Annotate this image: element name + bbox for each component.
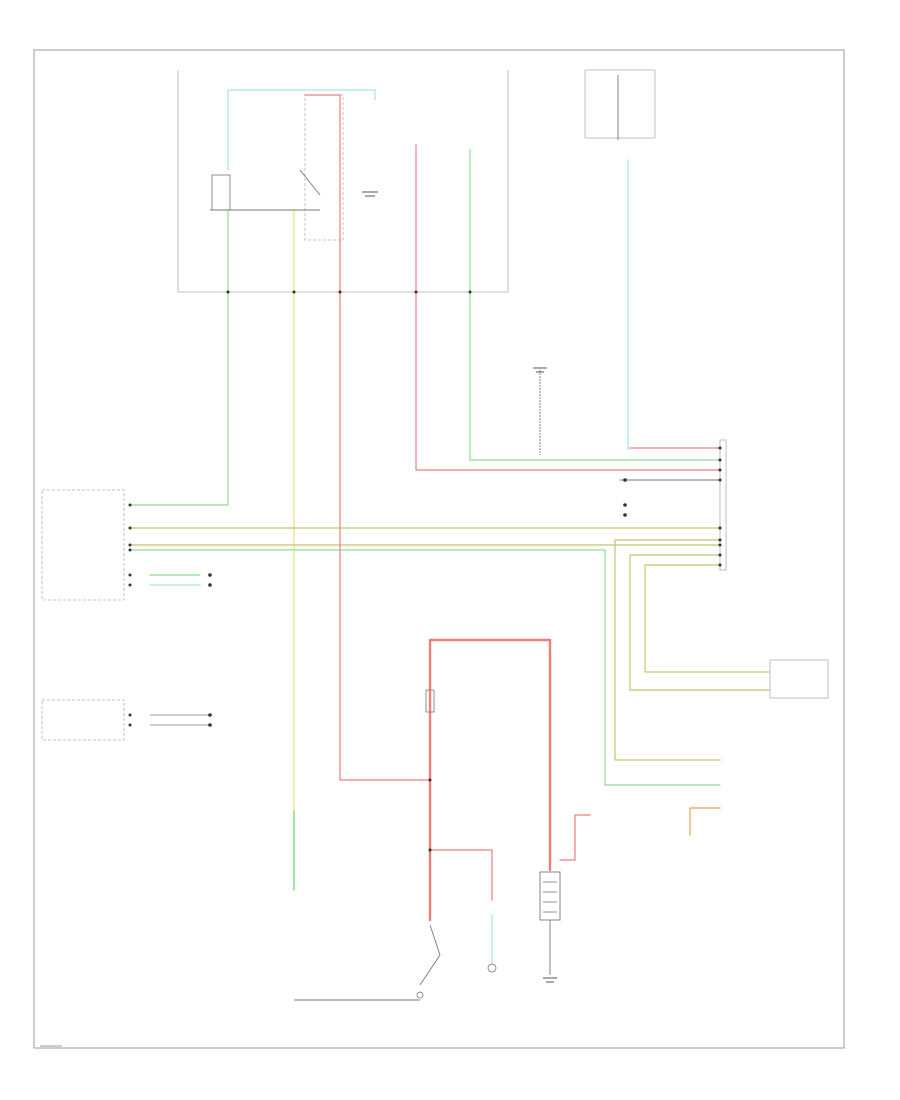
- battery-symbol: [539, 871, 561, 921]
- ground-symbol-battery: [543, 977, 557, 983]
- starter-terminal: [416, 991, 424, 999]
- cyan-wires: [149, 89, 629, 966]
- wire-red-fuse-feed: [415, 144, 721, 471]
- left-module-lower: [41, 699, 125, 741]
- wire-grey-starter-switch: [419, 924, 441, 986]
- wire-green-lower: [129, 549, 721, 786]
- fuse-symbol: [425, 689, 435, 713]
- wire-red-long: [339, 239, 431, 781]
- red-wires: [304, 94, 721, 922]
- wire-olive-branch-b: [629, 554, 771, 691]
- top-right-fuse-box: [584, 69, 656, 139]
- generator-terminal: [487, 963, 497, 973]
- wire-cyan-top: [227, 89, 376, 171]
- wire-red-battery-stub: [559, 814, 591, 861]
- yellow-wires: [129, 209, 771, 811]
- wire-olive-branch-c: [644, 564, 771, 673]
- wire-olive-branch-a: [614, 539, 721, 761]
- wire-grey-relay-b: [299, 169, 321, 196]
- right-small-module: [769, 659, 829, 699]
- ground-symbol-relay: [362, 191, 378, 197]
- power-distribution-box-outline: [177, 70, 509, 293]
- wire-red-battery-main: [428, 638, 552, 922]
- green-wires: [129, 149, 721, 891]
- relay-coil: [211, 174, 231, 211]
- wire-red-relay: [304, 94, 341, 241]
- wire-orange-right: [689, 807, 721, 836]
- wire-green-center: [469, 149, 721, 461]
- left-module-stubs: [150, 573, 212, 727]
- ground-symbol-top: [533, 367, 547, 373]
- module-connector-pins: [128, 290, 722, 852]
- wire-red-generator: [429, 849, 493, 901]
- diagram-frame: [33, 49, 845, 1049]
- grey-wires: [210, 75, 720, 1001]
- left-module-upper: [41, 489, 125, 601]
- relay-sub-box: [304, 94, 344, 241]
- right-module-box: [719, 439, 727, 571]
- wire-green-left: [129, 209, 229, 506]
